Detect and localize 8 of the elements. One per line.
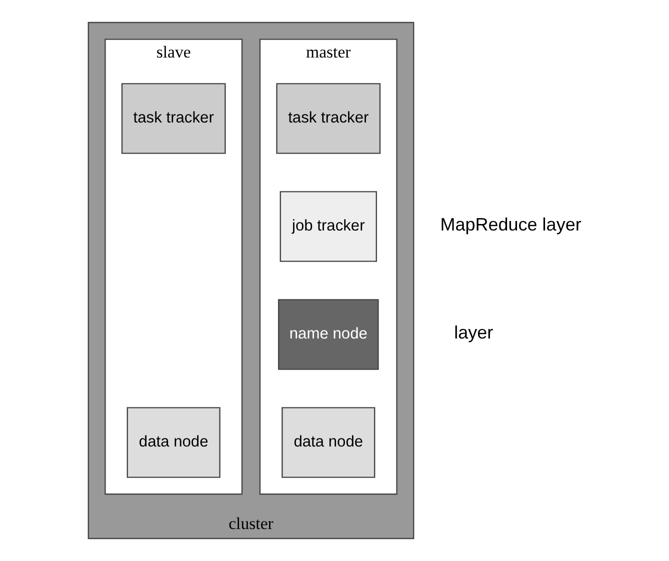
node-box: task tracker bbox=[276, 83, 380, 154]
node-box: data node bbox=[281, 407, 375, 478]
label: MapReduce layer bbox=[440, 214, 581, 235]
node-box: job tracker bbox=[279, 191, 376, 262]
node-box: task tracker bbox=[120, 83, 226, 154]
node-box: data node bbox=[126, 407, 220, 478]
node-box: name node bbox=[278, 299, 378, 370]
label: layer bbox=[454, 322, 493, 343]
